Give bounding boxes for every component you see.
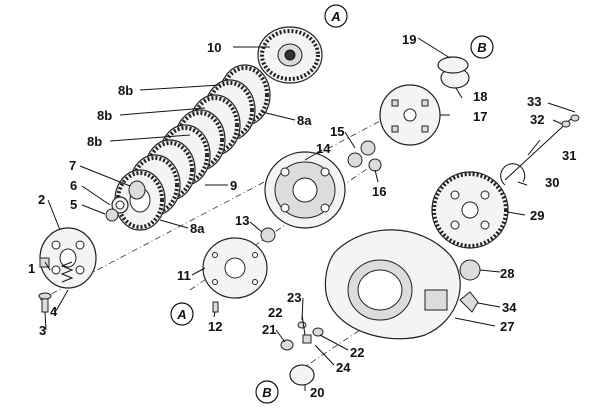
leader-lines	[44, 37, 576, 391]
ref-marker-b-top: B	[470, 35, 494, 59]
bracket	[459, 291, 479, 313]
spring-and-bolt	[38, 257, 74, 313]
label-31: 31	[562, 148, 576, 163]
label-8a-bottom: 8a	[190, 221, 205, 236]
svg-text:A: A	[330, 9, 340, 24]
part-labels: 10 8b 8b 8b 8a 9 8a 7 6 5 2 1 4 3 11 12 …	[28, 32, 576, 400]
svg-text:B: B	[262, 385, 271, 400]
label-5: 5	[70, 197, 77, 212]
label-11: 11	[177, 268, 191, 283]
inner-clutch-hub	[264, 151, 346, 229]
driven-gear	[431, 171, 509, 249]
label-10: 10	[207, 40, 221, 55]
label-17: 17	[473, 109, 487, 124]
clutch-plate-stack	[114, 64, 271, 231]
label-24: 24	[336, 360, 351, 375]
small-bearings	[347, 140, 382, 172]
label-33: 33	[527, 94, 541, 109]
label-3: 3	[39, 323, 46, 338]
label-27: 27	[500, 319, 514, 334]
clutch-cover	[324, 229, 461, 340]
cover-fasteners	[280, 321, 324, 351]
svg-text:A: A	[176, 307, 186, 322]
label-14: 14	[316, 141, 331, 156]
label-8b-2: 8b	[97, 108, 112, 123]
seal-ring	[289, 364, 315, 386]
label-8b-3: 8b	[87, 134, 102, 149]
label-4: 4	[50, 304, 58, 319]
label-15: 15	[330, 124, 344, 139]
label-16: 16	[372, 184, 386, 199]
ref-marker-b-bottom: B	[255, 380, 279, 404]
clutch-basket-drum	[257, 26, 323, 84]
label-21: 21	[262, 322, 276, 337]
label-34: 34	[502, 300, 517, 315]
label-6: 6	[70, 178, 77, 193]
hub-and-washer	[105, 180, 146, 222]
svg-text:B: B	[477, 40, 486, 55]
label-23: 23	[287, 290, 301, 305]
label-22-a: 22	[268, 305, 282, 320]
label-28: 28	[500, 266, 514, 281]
label-32: 32	[530, 112, 544, 127]
label-19: 19	[402, 32, 416, 47]
label-7: 7	[69, 158, 76, 173]
label-18: 18	[473, 89, 487, 104]
snap-ring	[437, 56, 469, 74]
label-2: 2	[38, 192, 45, 207]
label-30: 30	[545, 175, 559, 190]
flange-plate	[379, 84, 441, 146]
label-22-b: 22	[350, 345, 364, 360]
pin	[212, 301, 219, 313]
label-9: 9	[230, 178, 237, 193]
bushing	[260, 227, 276, 243]
circlip	[500, 163, 526, 186]
label-8a-top: 8a	[297, 113, 312, 128]
ref-marker-a-top: A	[324, 4, 348, 28]
label-29: 29	[530, 208, 544, 223]
ref-marker-a-bottom: A	[170, 302, 194, 326]
cover-bearing	[459, 259, 481, 281]
bearing-plate	[202, 237, 268, 299]
label-8b-1: 8b	[118, 83, 133, 98]
label-1: 1	[28, 261, 35, 276]
label-13: 13	[235, 213, 249, 228]
label-12: 12	[208, 319, 222, 334]
label-20: 20	[310, 385, 324, 400]
